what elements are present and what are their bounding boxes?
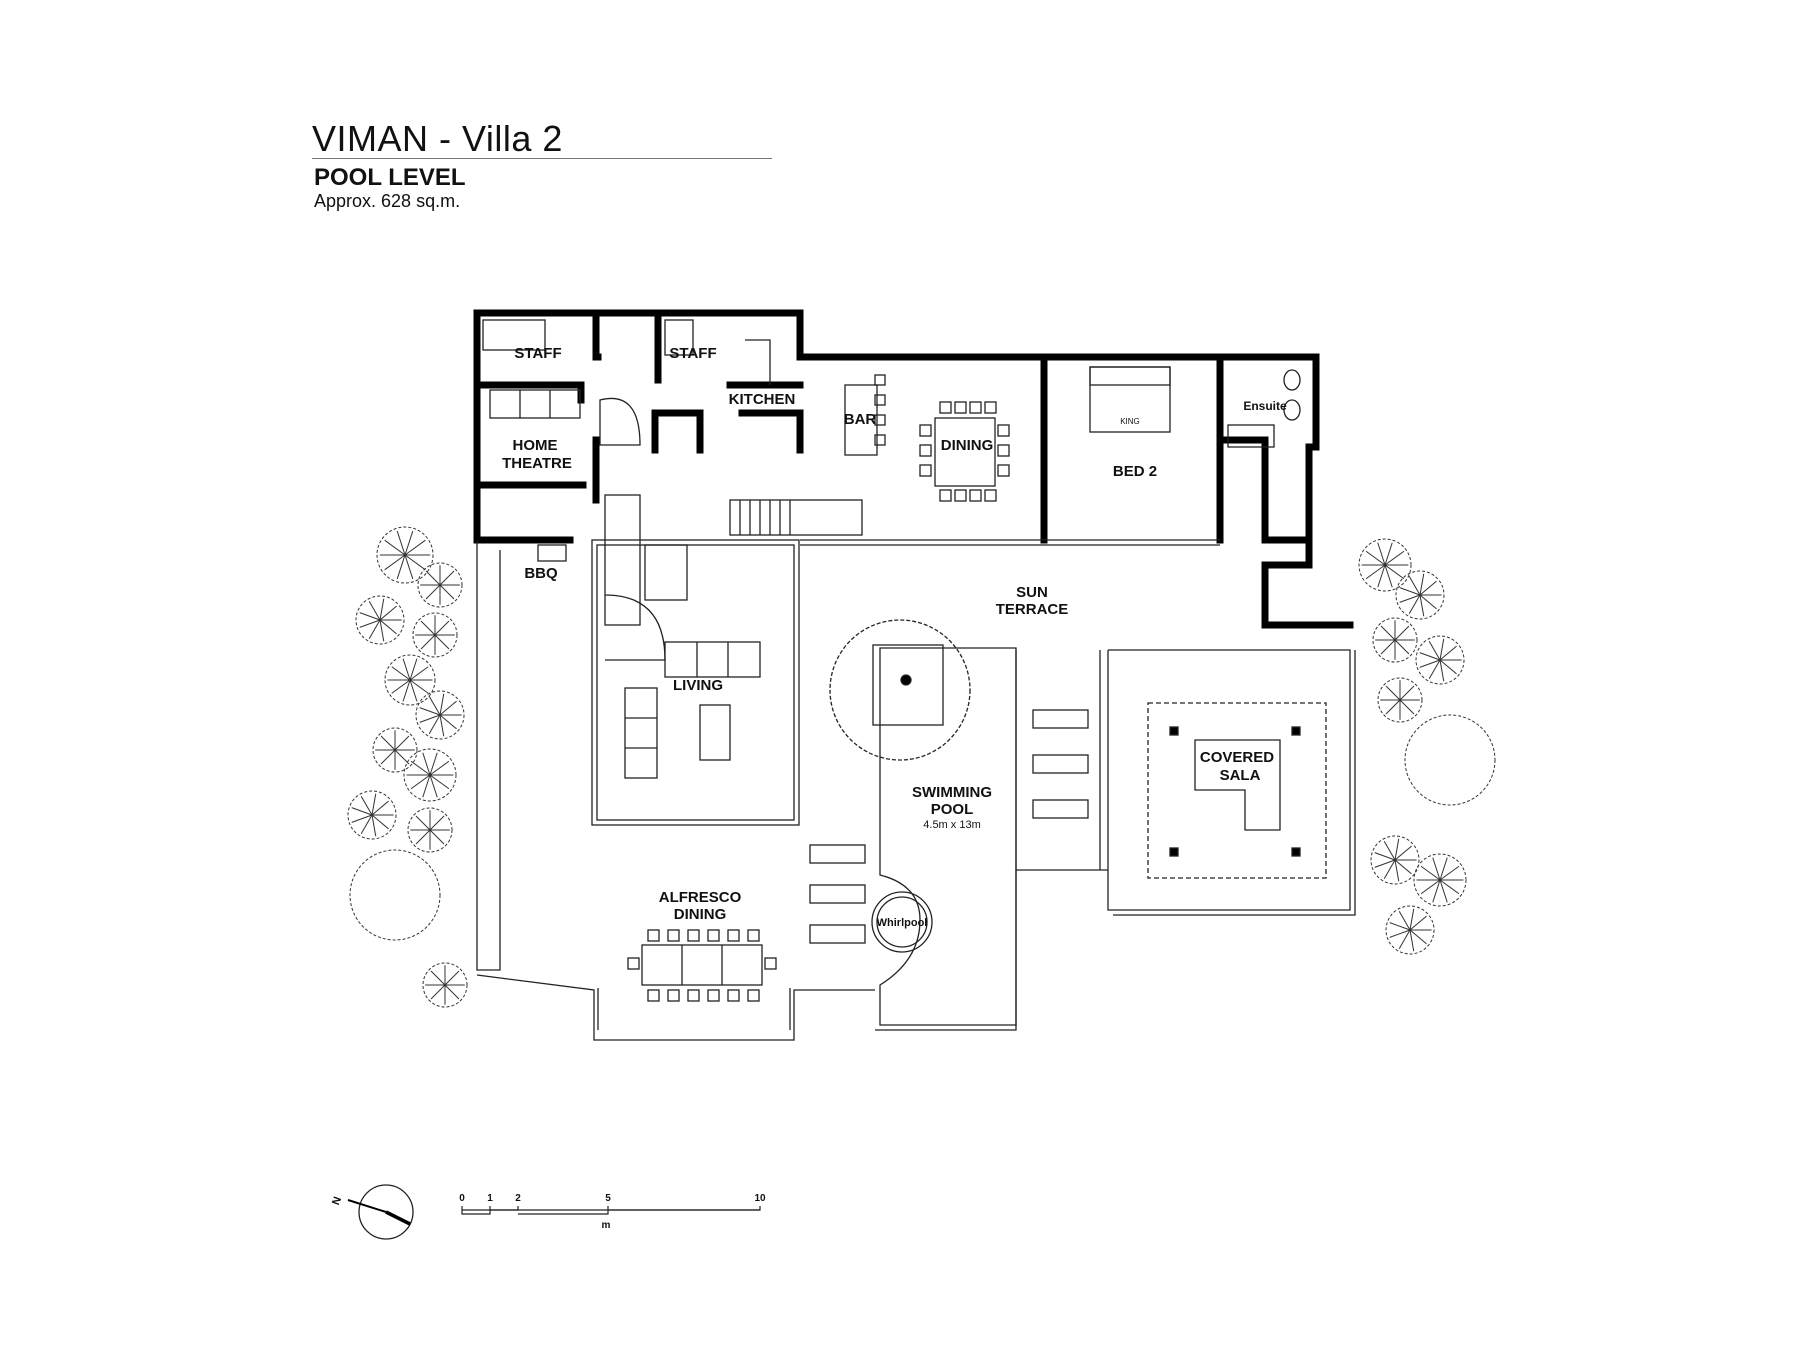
scale-unit: m (602, 1220, 611, 1231)
tree (1377, 677, 1423, 723)
chair (727, 989, 740, 1002)
tree (349, 849, 441, 941)
title-divider (312, 158, 772, 159)
tree (1415, 635, 1465, 685)
covered-sala (1147, 702, 1327, 879)
dining-chairs (627, 401, 1010, 1002)
chair (647, 989, 660, 1002)
chair (997, 424, 1010, 437)
label-covered-sala-1: COVERED (1200, 749, 1274, 766)
tree (1413, 853, 1467, 907)
label-sun-terrace-2: TERRACE (996, 601, 1069, 618)
chair (727, 929, 740, 942)
chair (969, 401, 982, 414)
landscape-trees (347, 526, 1496, 1008)
compass-north-label: N (330, 1195, 344, 1207)
scale-tick-1: 1 (487, 1193, 493, 1204)
plan-subtitle: POOL LEVEL (314, 164, 466, 191)
tree (355, 595, 405, 645)
outer-walls (473, 309, 1354, 629)
chair (687, 929, 700, 942)
chair (687, 989, 700, 1002)
tree (1395, 570, 1445, 620)
chair (747, 929, 760, 942)
label-pool-size: 4.5m x 13m (923, 819, 980, 831)
label-sun-terrace-1: SUN (1016, 584, 1048, 601)
swimming-pool (871, 647, 1017, 1026)
terrace-outlines (476, 539, 1356, 1041)
label-home-theatre-1: HOME (513, 437, 558, 454)
tree (1404, 714, 1496, 806)
chair (954, 489, 967, 502)
tree (372, 727, 418, 773)
chair (647, 929, 660, 942)
tree (403, 748, 457, 802)
tree (384, 654, 436, 706)
tree (376, 526, 434, 584)
label-bbq: BBQ (524, 565, 558, 582)
chair (984, 401, 997, 414)
north-compass: N (330, 1184, 414, 1240)
chair (939, 489, 952, 502)
chair (919, 424, 932, 437)
label-staff-1: STAFF (514, 345, 561, 362)
furniture (482, 319, 1301, 986)
tree (407, 807, 453, 853)
room-labels: STAFF STAFF KITCHEN HOME THEATRE BAR DIN… (502, 345, 1287, 929)
label-whirlpool: Whirlpool (877, 917, 928, 929)
chair (997, 444, 1010, 457)
tree (1385, 905, 1435, 955)
chair (764, 957, 777, 970)
chair (919, 464, 932, 477)
chair (747, 989, 760, 1002)
label-alfresco-2: DINING (674, 906, 727, 923)
label-bed-2: BED 2 (1113, 463, 1157, 480)
label-king-bed: KING (1120, 417, 1140, 426)
label-covered-sala-2: SALA (1220, 767, 1261, 784)
label-swimming-pool-1: SWIMMING (912, 784, 992, 801)
chair (919, 444, 932, 457)
tree (347, 790, 397, 840)
label-dining: DINING (941, 437, 994, 454)
chair (954, 401, 967, 414)
tree (417, 562, 463, 608)
label-kitchen: KITCHEN (729, 391, 796, 408)
tree (1372, 617, 1418, 663)
chair (969, 489, 982, 502)
chair (939, 401, 952, 414)
scale-tick-2: 2 (515, 1193, 521, 1204)
plan-area: Approx. 628 sq.m. (314, 191, 461, 211)
chair (667, 989, 680, 1002)
label-living: LIVING (673, 677, 723, 694)
chair (627, 957, 640, 970)
label-bar: BAR (844, 411, 877, 428)
chair (984, 489, 997, 502)
scale-tick-0: 0 (459, 1193, 465, 1204)
chair (707, 929, 720, 942)
chair (707, 989, 720, 1002)
tree (415, 690, 465, 740)
label-home-theatre-2: THEATRE (502, 455, 572, 472)
scale-tick-10: 10 (754, 1193, 766, 1204)
scale-tick-5: 5 (605, 1193, 611, 1204)
terrace-tree (829, 619, 971, 761)
scale-bar: 0 1 2 5 10 m (459, 1193, 766, 1231)
chair (997, 464, 1010, 477)
label-ensuite: Ensuite (1243, 399, 1287, 413)
label-swimming-pool-2: POOL (931, 801, 974, 818)
tree (1358, 538, 1412, 592)
tree (422, 962, 468, 1008)
plan-title: VIMAN - Villa 2 (312, 118, 563, 159)
tree (412, 612, 458, 658)
tree (1370, 835, 1420, 885)
label-alfresco-1: ALFRESCO (659, 889, 742, 906)
label-staff-2: STAFF (669, 345, 716, 362)
chair (667, 929, 680, 942)
